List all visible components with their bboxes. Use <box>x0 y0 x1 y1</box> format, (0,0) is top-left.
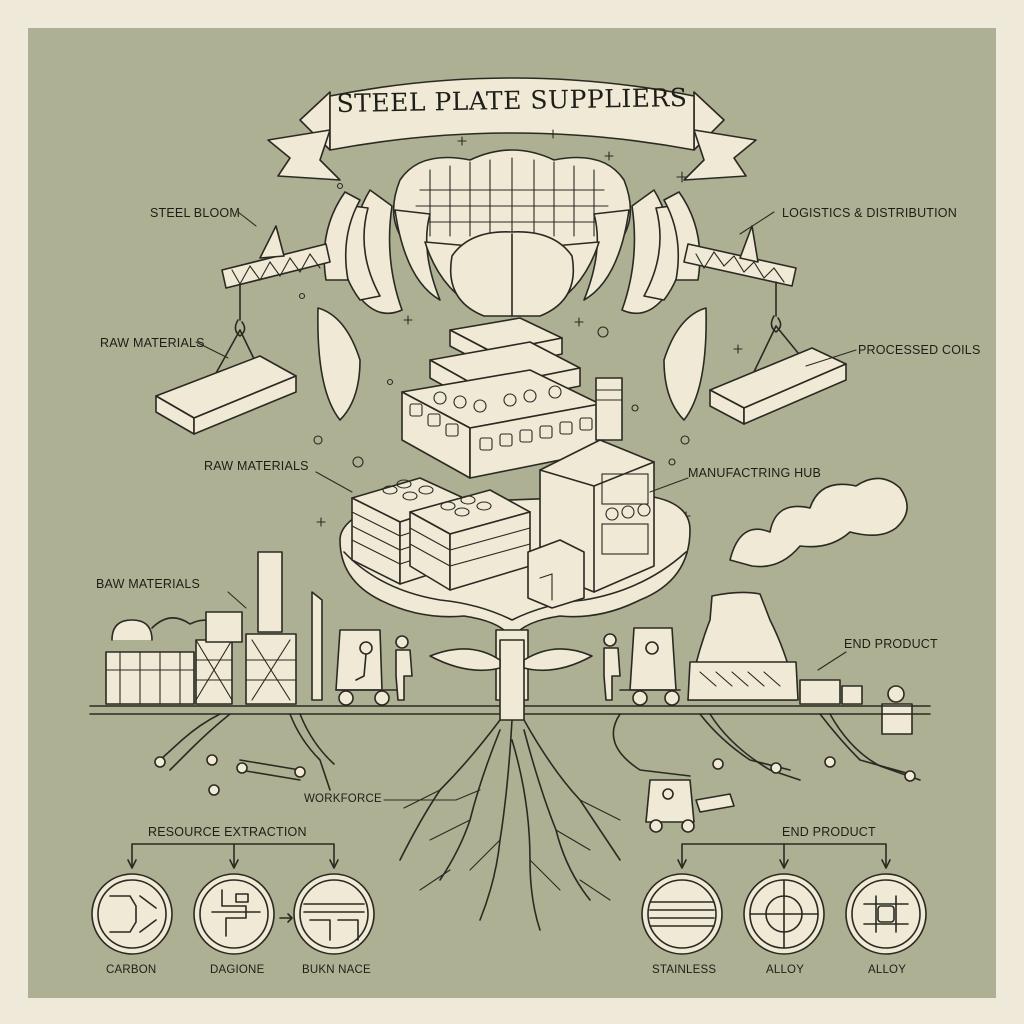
bracket-resource <box>127 843 339 923</box>
label-alloy-1: ALLOY <box>766 964 805 976</box>
label-bukn-nace: BUKN NACE <box>302 964 371 976</box>
label-end-product-1: END PRODUCT <box>844 637 938 651</box>
left-factory-row <box>105 551 323 705</box>
dagione-icon <box>193 873 275 955</box>
label-workforce: WORKFORCE <box>304 793 382 805</box>
label-steel-bloom: STEEL BLOOM <box>150 206 240 220</box>
label-alloy-2: ALLOY <box>868 964 907 976</box>
steel-bloom-flower <box>317 149 707 421</box>
forklifts-workers <box>335 627 681 706</box>
stacked-plates <box>401 317 601 479</box>
label-raw-materials-1: RAW MATERIALS <box>100 336 205 350</box>
bracket-end-product <box>677 843 891 869</box>
label-manufacturing-hub: MANUFACTRING HUB <box>688 466 822 480</box>
cooling-tower <box>687 477 913 735</box>
bottom-forklift <box>645 779 735 833</box>
stem-roots <box>399 639 621 931</box>
furnace-icon <box>293 873 375 955</box>
title-banner <box>267 77 757 181</box>
stainless-icon <box>641 873 723 955</box>
left-crane <box>155 225 331 435</box>
label-dagione: DAGIONE <box>210 964 265 976</box>
label-carbon: CARBON <box>106 964 157 976</box>
label-processed-coils: PROCESSED COILS <box>858 343 981 357</box>
sparkles <box>298 129 743 527</box>
alloy-icon <box>743 873 825 955</box>
end-product-heading: END PRODUCT <box>782 825 876 839</box>
ground-pipes <box>89 705 931 796</box>
label-logistics: LOGISTICS & DISTRIBUTION <box>782 206 957 220</box>
label-stainless: STAINLESS <box>652 964 717 976</box>
manufacturing-hub-building <box>527 377 655 609</box>
callout-lines <box>195 211 857 801</box>
right-crane <box>683 225 847 425</box>
alloy-2-icon <box>845 873 927 955</box>
resource-extraction-heading: RESOURCE EXTRACTION <box>148 825 307 839</box>
carbon-icon <box>91 873 173 955</box>
label-raw-materials-2: RAW MATERIALS <box>204 459 309 473</box>
raw-material-bricks <box>351 477 531 591</box>
label-raw-materials-3: BAW MATERIALS <box>96 577 201 591</box>
